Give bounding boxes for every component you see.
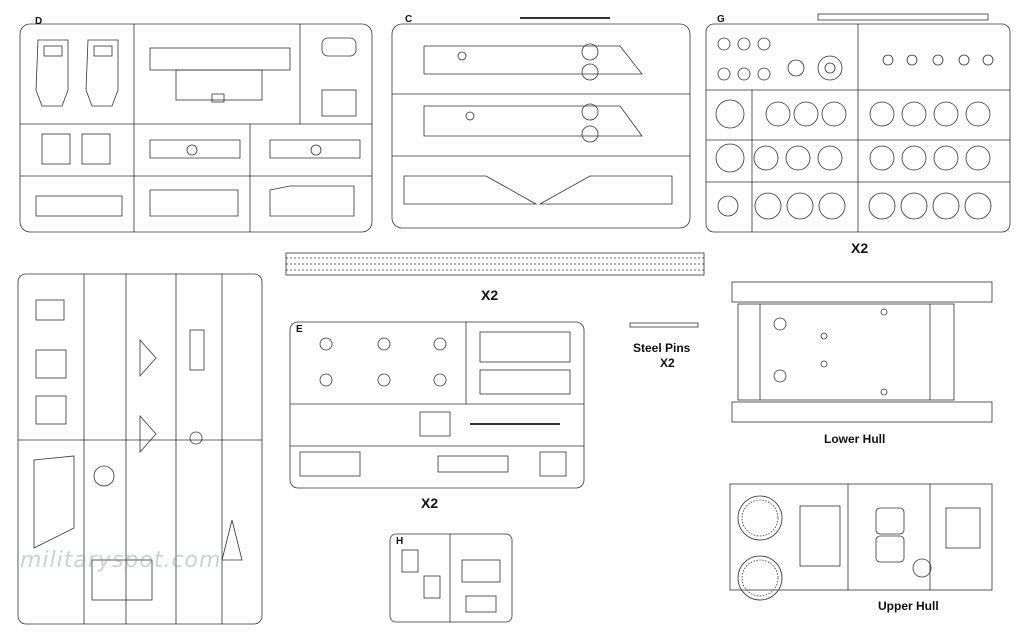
sprue-c xyxy=(391,17,691,229)
sprue-e-multiplier-label: X2 xyxy=(421,495,439,511)
upper-hull xyxy=(729,483,993,601)
sprue-h xyxy=(389,533,513,623)
upper-hull-label: Upper Hull xyxy=(878,599,939,613)
sprue-d xyxy=(19,23,373,233)
sprue-letter-h: H xyxy=(396,536,404,547)
steel-pins-label: Steel Pins xyxy=(633,341,691,355)
sprue-letter-d: D xyxy=(35,16,43,27)
steel-pins-multiplier-label: X2 xyxy=(660,356,675,370)
lower-hull-label: Lower Hull xyxy=(824,432,886,446)
watermark: militaryspot.com xyxy=(20,548,222,573)
sprue-large xyxy=(17,273,263,625)
sprue-letter-c: C xyxy=(405,14,413,25)
wheels-multiplier-label: X2 xyxy=(851,240,869,256)
sprue-g xyxy=(705,13,1011,233)
steel-pins xyxy=(629,322,699,328)
sprue-e xyxy=(289,321,585,489)
sprue-letter-g: G xyxy=(717,14,725,25)
sprue-letter-e: E xyxy=(296,324,303,335)
tracks-multiplier-label: X2 xyxy=(481,287,499,303)
track-strip xyxy=(285,252,705,276)
lower-hull xyxy=(731,281,993,423)
